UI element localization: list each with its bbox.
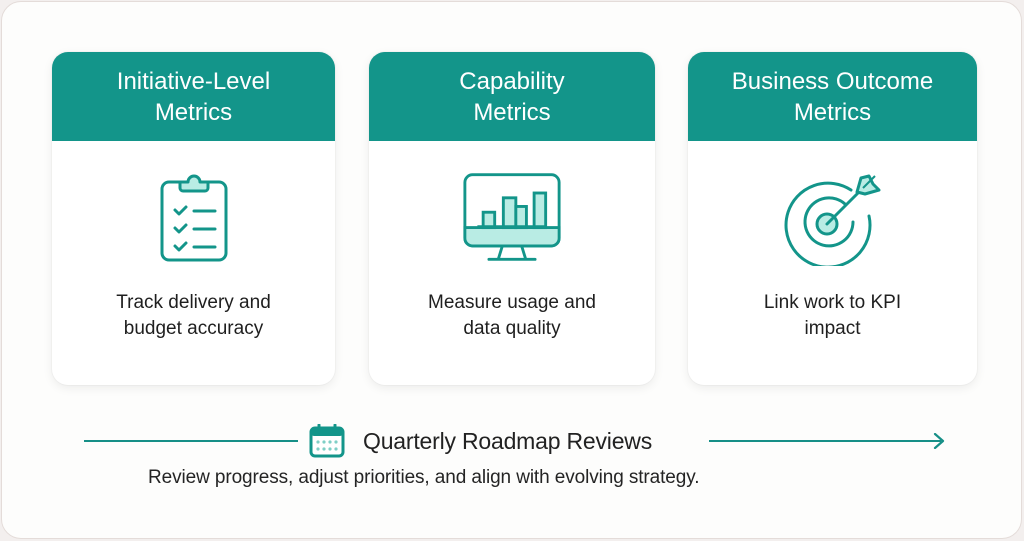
card-description: Link work to KPI impact [688, 290, 977, 342]
card-header: Capability Metrics [369, 52, 655, 141]
card-desc-line1: Measure usage and [428, 292, 596, 313]
card-title-line2: Metrics [154, 98, 233, 126]
timeline-subtitle: Review progress, adjust priorities, and … [148, 467, 700, 488]
card-desc-line2: budget accuracy [123, 318, 264, 339]
card-description: Track delivery and budget accuracy [52, 290, 335, 342]
card-title-line2: Metrics [793, 98, 872, 126]
timeline-line-right [709, 440, 941, 442]
calendar-icon [309, 423, 345, 458]
card-initiative-level-metrics: Initiative-Level Metrics Track delivery … [52, 52, 335, 385]
card-title-line2: Metrics [473, 98, 551, 126]
arrow-right-icon [933, 433, 945, 449]
target-arrow-icon [783, 168, 883, 268]
card-description: Measure usage and data quality [369, 290, 655, 342]
timeline-line-left [84, 440, 298, 442]
card-desc-line1: Link work to KPI [763, 292, 902, 313]
card-desc-line1: Track delivery and [116, 292, 271, 313]
card-title-line1: Capability [459, 67, 565, 95]
card-desc-line2: data quality [463, 318, 561, 339]
card-desc-line2: impact [804, 318, 861, 339]
card-header: Initiative-Level Metrics [52, 52, 335, 141]
card-capability-metrics: Capability Metrics Measure usage and [369, 52, 655, 385]
card-title-line1: Initiative-Level [116, 67, 271, 95]
monitor-bar-chart-icon [462, 168, 562, 268]
card-header: Business Outcome Metrics [688, 52, 977, 141]
card-business-outcome-metrics: Business Outcome Metrics Link work to KP… [688, 52, 977, 385]
clipboard-checklist-icon [144, 168, 244, 268]
card-title-line1: Business Outcome [731, 67, 934, 95]
timeline-title: Quarterly Roadmap Reviews [363, 428, 653, 454]
